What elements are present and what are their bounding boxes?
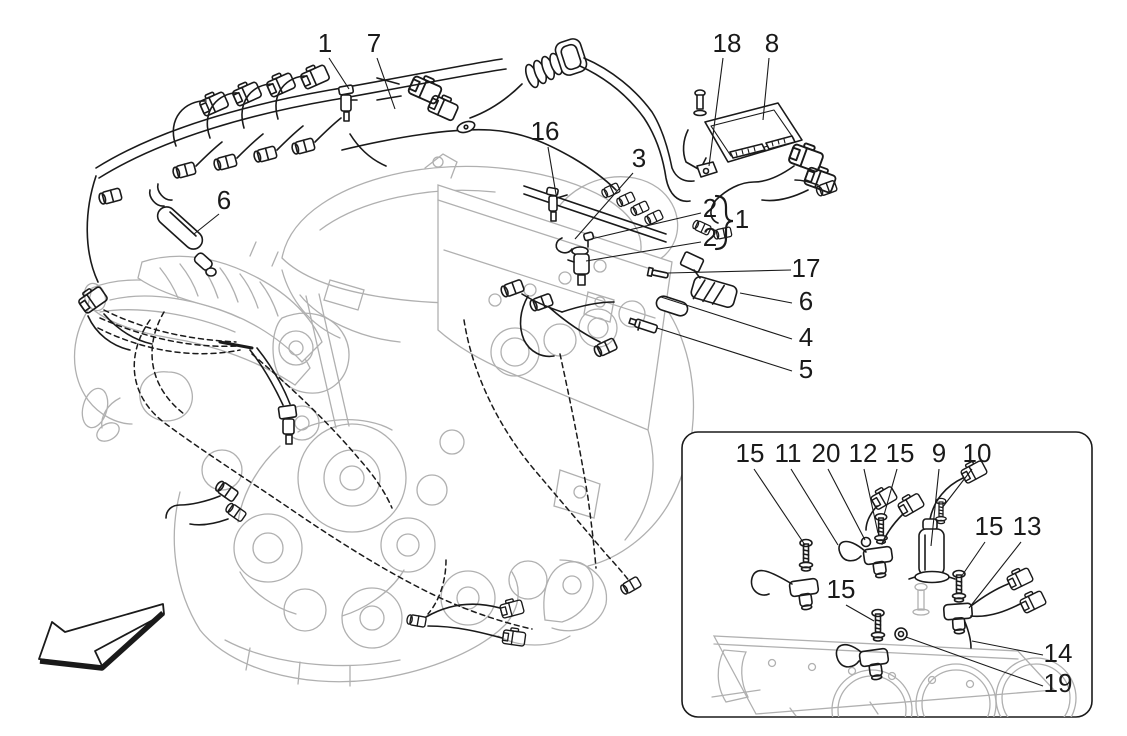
spacer-ring [894, 627, 908, 641]
leader-line-12 [863, 468, 879, 534]
harness-connector [426, 90, 462, 123]
mid-sensor [277, 404, 298, 445]
harness-connector [498, 596, 526, 620]
direction-arrow [38, 603, 165, 671]
leader-line-20 [827, 468, 866, 541]
rail-sensor [545, 186, 568, 222]
wiring-harness [74, 38, 839, 647]
callout-10: 10 [963, 438, 992, 468]
leader-line-19 [905, 636, 1044, 687]
injector [337, 84, 358, 122]
injector [567, 246, 590, 286]
leader-line-16 [547, 146, 558, 201]
callout-19: 19 [1044, 668, 1073, 698]
harness-connector [501, 626, 527, 647]
harness-connector [406, 70, 445, 106]
ecu-screw [693, 89, 707, 117]
callout-12: 12 [849, 438, 878, 468]
leader-line-11 [790, 468, 839, 546]
leader-line-5 [656, 327, 793, 372]
inset-sensors [750, 456, 1048, 683]
callout-16: 16 [531, 116, 560, 146]
callout-1: 1 [735, 204, 749, 234]
callout-8: 8 [765, 28, 779, 58]
leader-line-15 [845, 604, 875, 622]
coil-connector [290, 137, 317, 156]
leader-line-15 [753, 468, 806, 546]
injector-stud [583, 231, 595, 248]
callout-15: 15 [736, 438, 765, 468]
callout-15: 15 [975, 511, 1004, 541]
callout-2: 2 [703, 222, 717, 252]
leader-line-9 [930, 468, 940, 547]
ignition-coil [148, 183, 217, 277]
leader-line-3 [574, 172, 634, 240]
coil-connector [171, 161, 198, 180]
bottom-sensor [405, 613, 428, 629]
leader-line-13 [968, 541, 1022, 609]
inset-box [681, 431, 1093, 718]
spark-plug [628, 317, 658, 334]
callout-1: 1 [318, 28, 332, 58]
coil-connector [196, 87, 230, 118]
callout-brace [714, 194, 734, 251]
leader-line-10 [941, 468, 973, 509]
leader-line-2 [585, 241, 702, 262]
callout-5: 5 [799, 354, 813, 384]
leader-line-8 [762, 57, 770, 121]
callout-6: 6 [217, 185, 231, 215]
phase-sensor [908, 518, 956, 584]
ignition-coil [679, 251, 738, 309]
leader-line-15 [883, 468, 898, 516]
callout-4: 4 [799, 322, 813, 352]
leader-line-17 [667, 269, 792, 274]
harness-connector [97, 187, 124, 206]
coil-boot [655, 295, 689, 317]
callout-15: 15 [886, 438, 915, 468]
inset-engine-block [711, 582, 1077, 717]
leader-line-6 [193, 213, 220, 235]
callout-17: 17 [792, 253, 821, 283]
harness-grommet [524, 38, 588, 89]
leader-line-2 [590, 212, 702, 240]
callout-18: 18 [713, 28, 742, 58]
engine-illustration [73, 153, 695, 687]
ecu-bracket [682, 129, 718, 178]
leader-line-15 [960, 541, 986, 578]
rail-injector [614, 190, 637, 209]
callout-7: 7 [367, 28, 381, 58]
callout-13: 13 [1013, 511, 1042, 541]
callout-15: 15 [827, 574, 856, 604]
ecu-unit [704, 102, 803, 163]
leader-line-14 [971, 640, 1044, 656]
leader-line-6 [739, 292, 793, 304]
rail-injector [642, 208, 665, 227]
callout-11: 11 [775, 438, 802, 468]
leader-line-4 [660, 296, 793, 340]
leader-line-1 [328, 57, 350, 90]
callout-6: 6 [799, 286, 813, 316]
callout-20: 20 [812, 438, 841, 468]
leader-line-18 [708, 57, 724, 167]
callout-9: 9 [932, 438, 946, 468]
coil-connector [212, 153, 239, 172]
harness-connector [213, 478, 240, 503]
bolt [646, 266, 669, 279]
rail-injector [628, 199, 651, 218]
harness-connector [618, 575, 643, 597]
leader-line-7 [376, 57, 396, 110]
coil-connector [252, 145, 279, 164]
callout-14: 14 [1044, 638, 1073, 668]
callout-2: 2 [703, 193, 717, 223]
callout-3: 3 [632, 143, 646, 173]
